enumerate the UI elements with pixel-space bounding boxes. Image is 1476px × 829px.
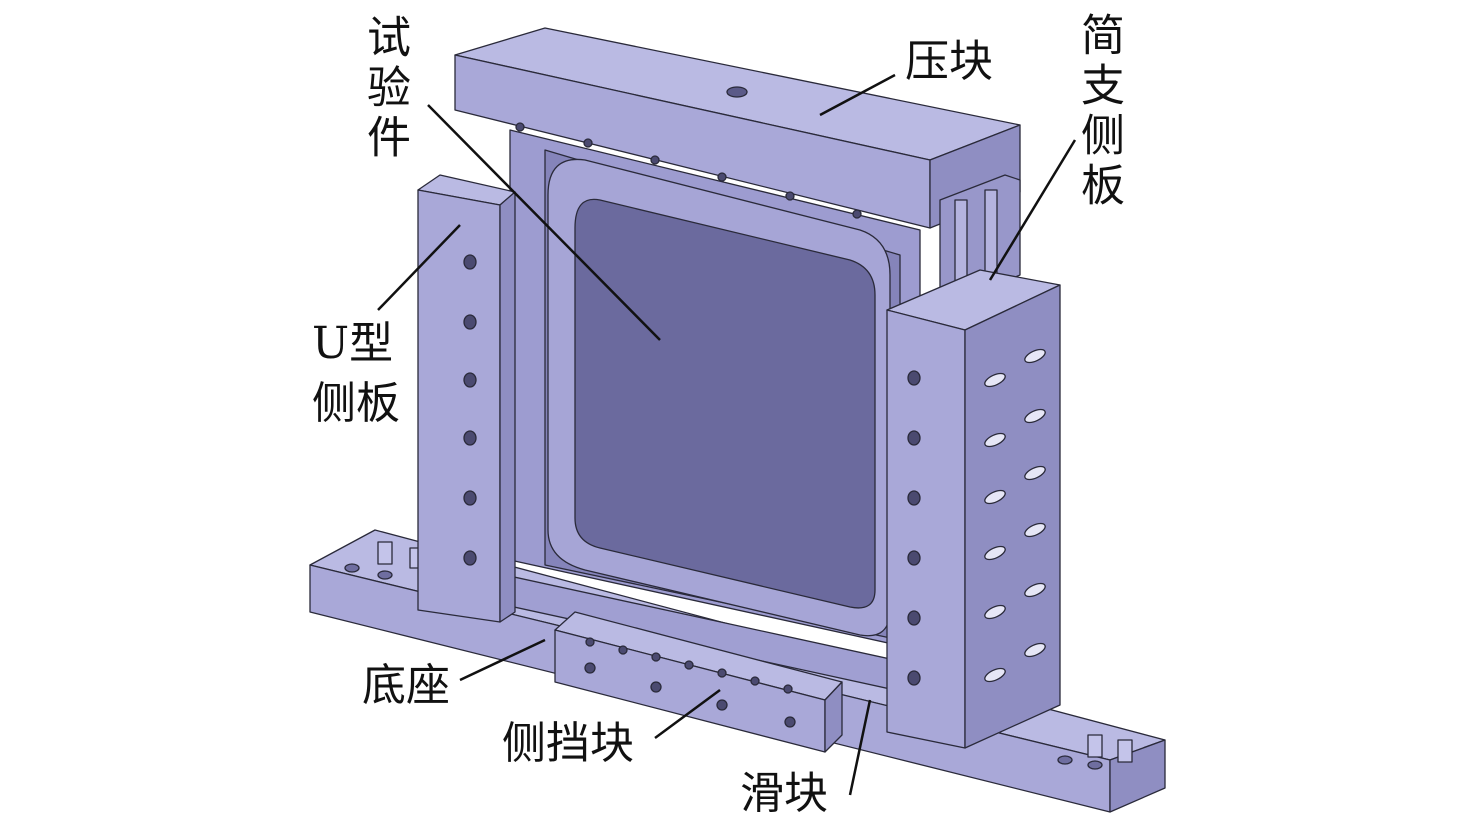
label-slider: 滑块 (740, 768, 828, 819)
label-simple-support-plate: 简支侧板 (1073, 12, 1124, 212)
leader-base (459, 638, 546, 682)
leader-specimen (427, 104, 661, 341)
specimen-shape (509, 129, 921, 651)
label-base: 底座 (362, 660, 450, 711)
right-plate-shape (886, 269, 1061, 749)
label-u-plate-line2: 侧板 (312, 378, 400, 429)
leader-press-block (819, 73, 896, 117)
leader-slider (848, 699, 872, 796)
label-specimen: 试验件 (359, 14, 410, 164)
leader-side-stop (654, 688, 721, 740)
label-press-block: 压块 (905, 36, 993, 87)
leader-simple-support (988, 139, 1077, 281)
u-plate-shape (417, 174, 516, 623)
label-side-stop: 侧挡块 (502, 718, 634, 769)
side-stop-shape (554, 611, 843, 753)
leader-u-plate (377, 224, 461, 311)
press-block-shape (454, 27, 1021, 229)
label-u-plate-line1: U型 (312, 318, 394, 369)
